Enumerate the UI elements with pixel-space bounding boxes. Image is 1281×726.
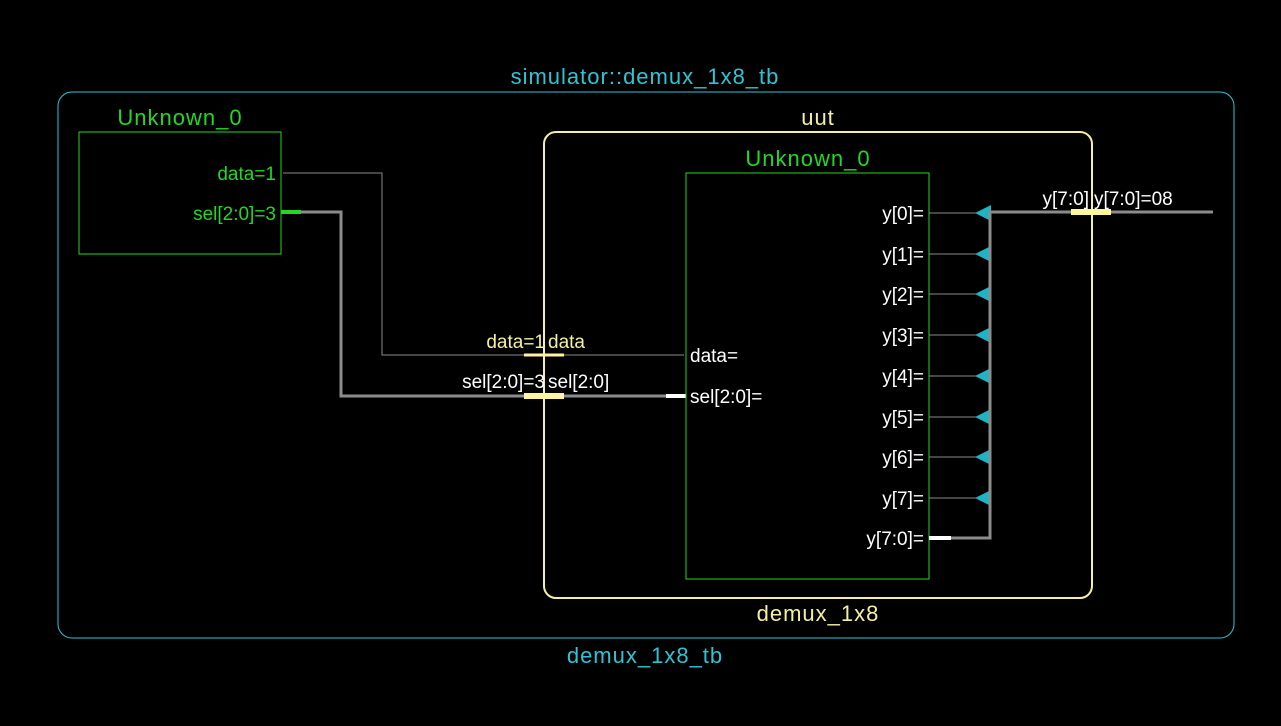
module-input-sel: sel[2:0]=: [690, 387, 762, 408]
stimulus-port-sel: sel[2:0]=3: [193, 204, 276, 225]
tap-sel-inner-label: sel[2:0]: [548, 372, 609, 393]
module-output-label-0: y[0]=: [882, 204, 924, 225]
tap-y-inner-label: y[7:0]: [1043, 189, 1089, 210]
output-arrow-icon-6: [975, 449, 991, 465]
module-output-bus: y[7:0]=: [866, 529, 924, 550]
stimulus-block[interactable]: [78, 131, 282, 255]
module-output-label-7: y[7]=: [882, 489, 924, 510]
output-arrow-icon-5: [975, 409, 991, 425]
module-title: Unknown_0: [745, 146, 870, 171]
stimulus-port-data: data=1: [217, 164, 276, 185]
tap-sel-outer-label: sel[2:0]=3: [462, 372, 545, 393]
module-output-label-4: y[4]=: [882, 367, 924, 388]
instance-frame[interactable]: [543, 131, 1093, 599]
output-arrow-icon-3: [975, 327, 991, 343]
output-arrow-icon-7: [975, 490, 991, 506]
output-arrow-icon-2: [975, 286, 991, 302]
output-arrow-icon-0: [975, 205, 991, 221]
bus-sel[interactable]: [299, 210, 666, 398]
testbench-frame[interactable]: [57, 91, 1235, 639]
module-output-label-2: y[2]=: [882, 285, 924, 306]
wire-data[interactable]: [283, 172, 684, 356]
module-input-data: data=: [690, 346, 738, 367]
module-output-label-6: y[6]=: [882, 448, 924, 469]
instance-top-title: uut: [801, 105, 835, 130]
instance-bottom-title: demux_1x8: [757, 601, 880, 626]
output-arrow-icon-1: [975, 246, 991, 262]
module-output-label-5: y[5]=: [882, 408, 924, 429]
module-output-label-3: y[3]=: [882, 326, 924, 347]
module-output-label-1: y[1]=: [882, 245, 924, 266]
tap-data-outer-label: data=1: [486, 332, 545, 353]
testbench-top-title: simulator::demux_1x8_tb: [511, 64, 780, 89]
tap-data-inner-label: data: [548, 332, 585, 353]
bus-y-output[interactable]: [951, 210, 1213, 540]
testbench-bottom-title: demux_1x8_tb: [567, 643, 723, 668]
module-outputs: y[0]= y[1]= y[2]= y[3]= y[4]= y[5]= y[6]= y[7]=: [882, 204, 991, 510]
output-arrow-icon-4: [975, 368, 991, 384]
stimulus-title: Unknown_0: [117, 105, 242, 130]
tap-y-outer-label: y[7:0]=08: [1094, 189, 1173, 210]
